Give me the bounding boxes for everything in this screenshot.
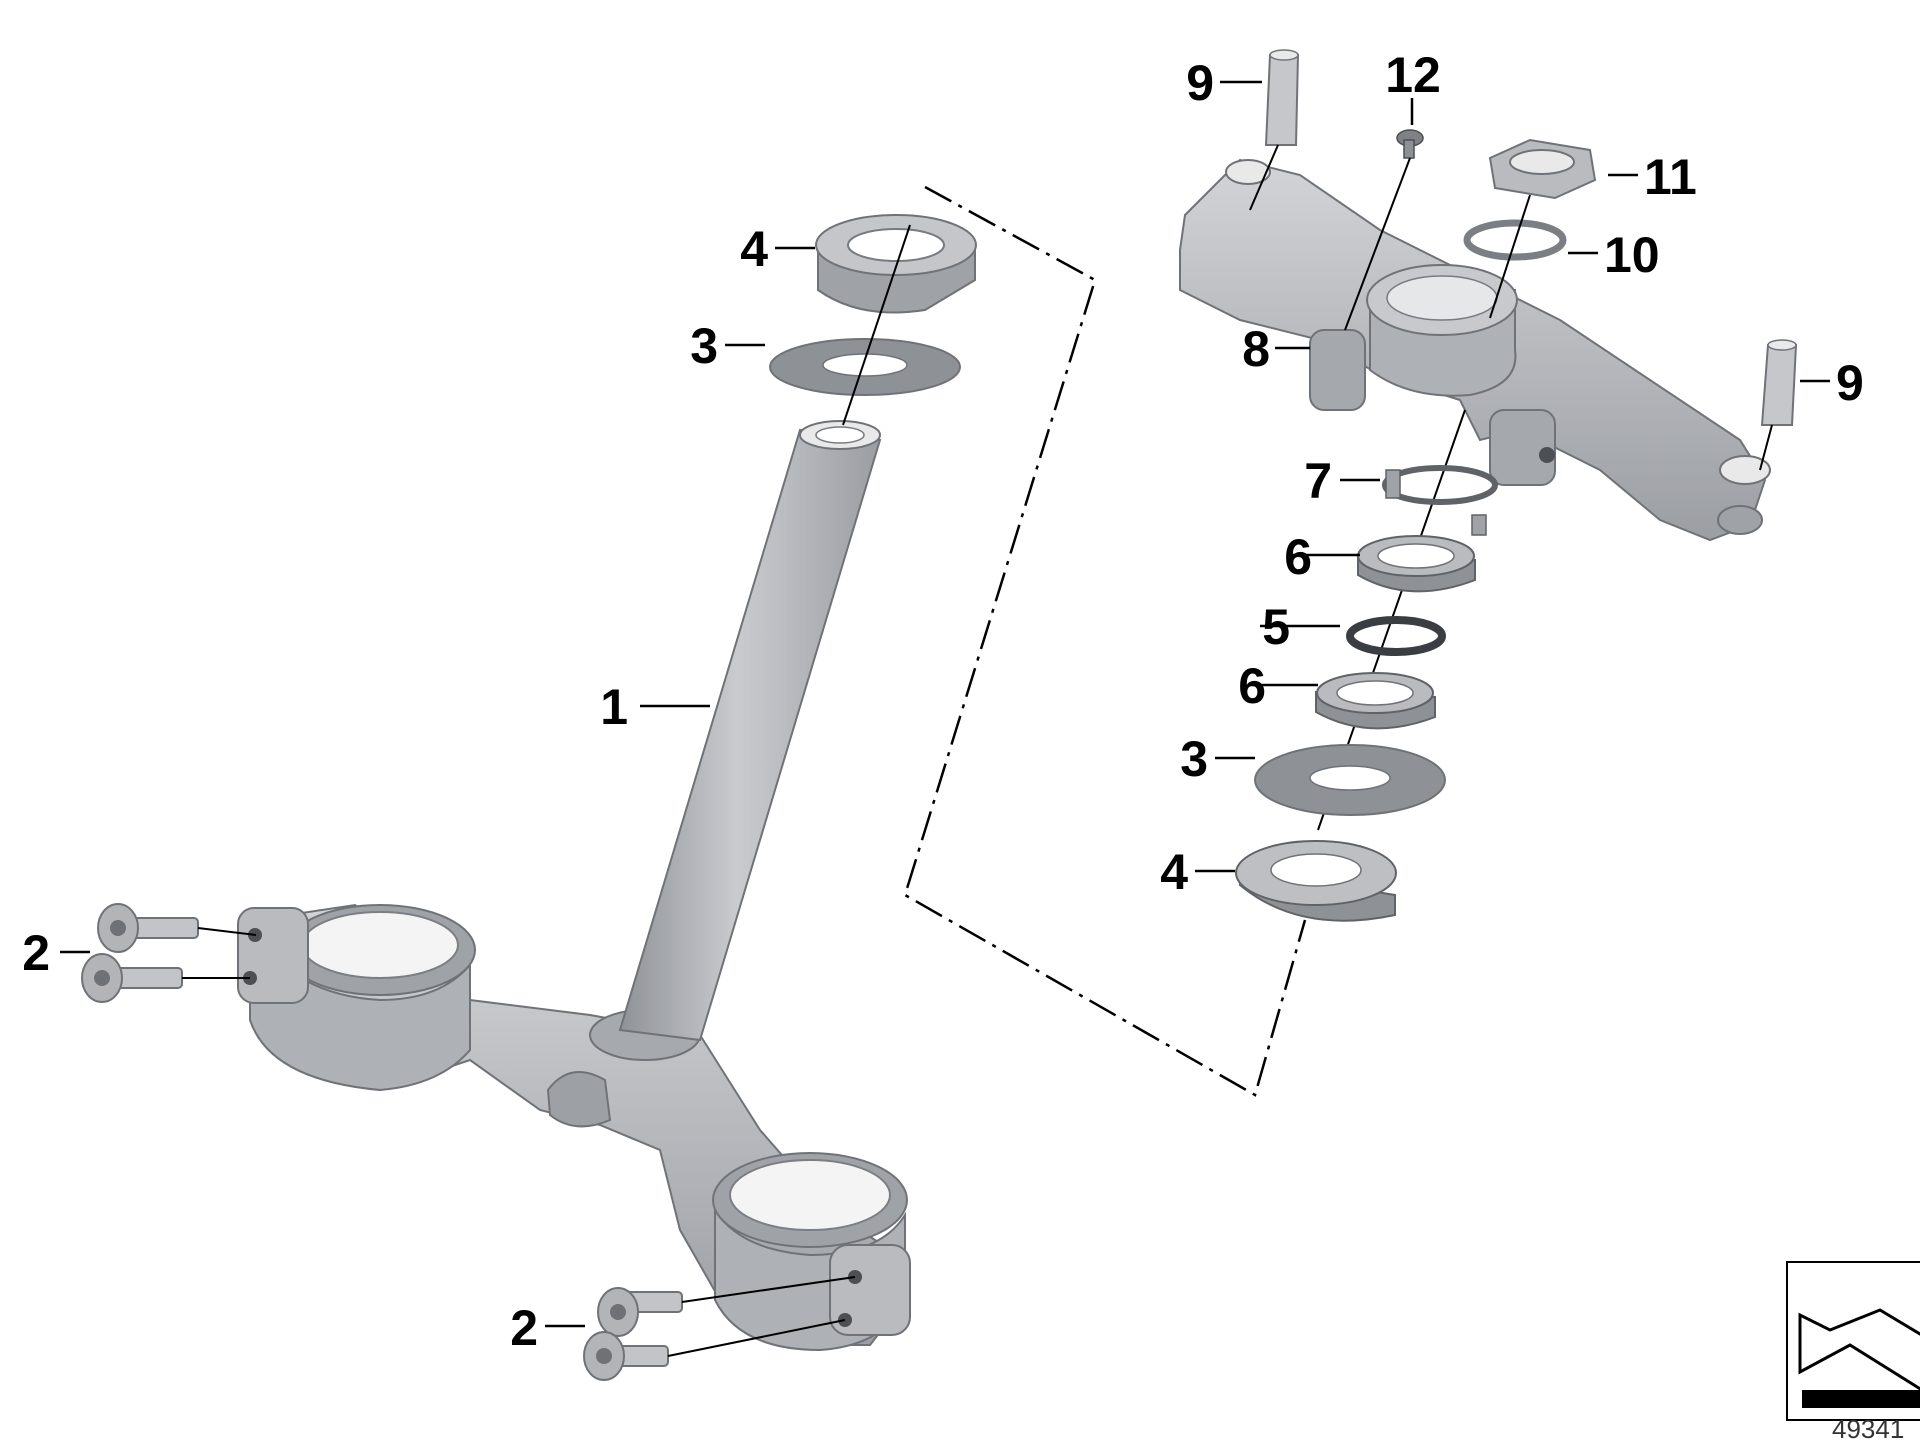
seal-lower-right <box>1254 744 1446 816</box>
callout-6-lower: 6 <box>1238 658 1266 714</box>
assembly-boundary-line <box>903 185 1307 1097</box>
spacer-ring <box>1346 616 1446 656</box>
clamp-bolt-left-upper <box>97 903 199 953</box>
callout-9-right: 9 <box>1836 355 1864 411</box>
orientation-arrow-icon <box>1786 1261 1920 1421</box>
bearing-lower-right <box>1235 840 1397 922</box>
leader-lines <box>60 80 1830 1328</box>
dowel-pin-left <box>1264 49 1300 146</box>
callout-9-left: 9 <box>1186 55 1214 111</box>
clamp-bolt-left-lower <box>81 953 183 1003</box>
callout-8: 8 <box>1242 321 1270 377</box>
callout-2-left: 2 <box>22 925 50 981</box>
callout-1: 1 <box>600 679 628 735</box>
callout-12: 12 <box>1385 47 1441 103</box>
callout-5: 5 <box>1262 599 1290 655</box>
callout-3-right: 3 <box>1180 731 1208 787</box>
clamp-bolt-right-upper <box>597 1287 683 1337</box>
bearing-upper-left <box>815 214 977 314</box>
callout-2-bottom: 2 <box>510 1300 538 1356</box>
clamp-bolt-right-lower <box>583 1331 669 1381</box>
callout-7: 7 <box>1304 453 1332 509</box>
small-screw <box>1396 129 1424 159</box>
adjusting-nut-lower <box>1315 672 1436 730</box>
callout-11: 11 <box>1644 149 1697 205</box>
steering-stem-tube <box>618 420 882 1042</box>
diagram-reference-number: 49341 <box>1832 1414 1904 1440</box>
adjusting-nut-upper <box>1357 535 1476 593</box>
washer <box>1463 219 1567 261</box>
callout-4-right: 4 <box>1160 844 1188 900</box>
lower-fork-bridge <box>237 903 911 1352</box>
callout-3-left: 3 <box>690 318 718 374</box>
callout-6-upper: 6 <box>1284 529 1312 585</box>
stem-nut <box>1488 138 1597 200</box>
seal-upper-left <box>769 338 961 396</box>
lock-ring <box>1382 465 1498 536</box>
upper-fork-bridge <box>1179 158 1771 542</box>
dowel-pin-right <box>1760 339 1798 426</box>
callout-4-left: 4 <box>740 221 768 277</box>
callout-10: 10 <box>1604 227 1660 283</box>
